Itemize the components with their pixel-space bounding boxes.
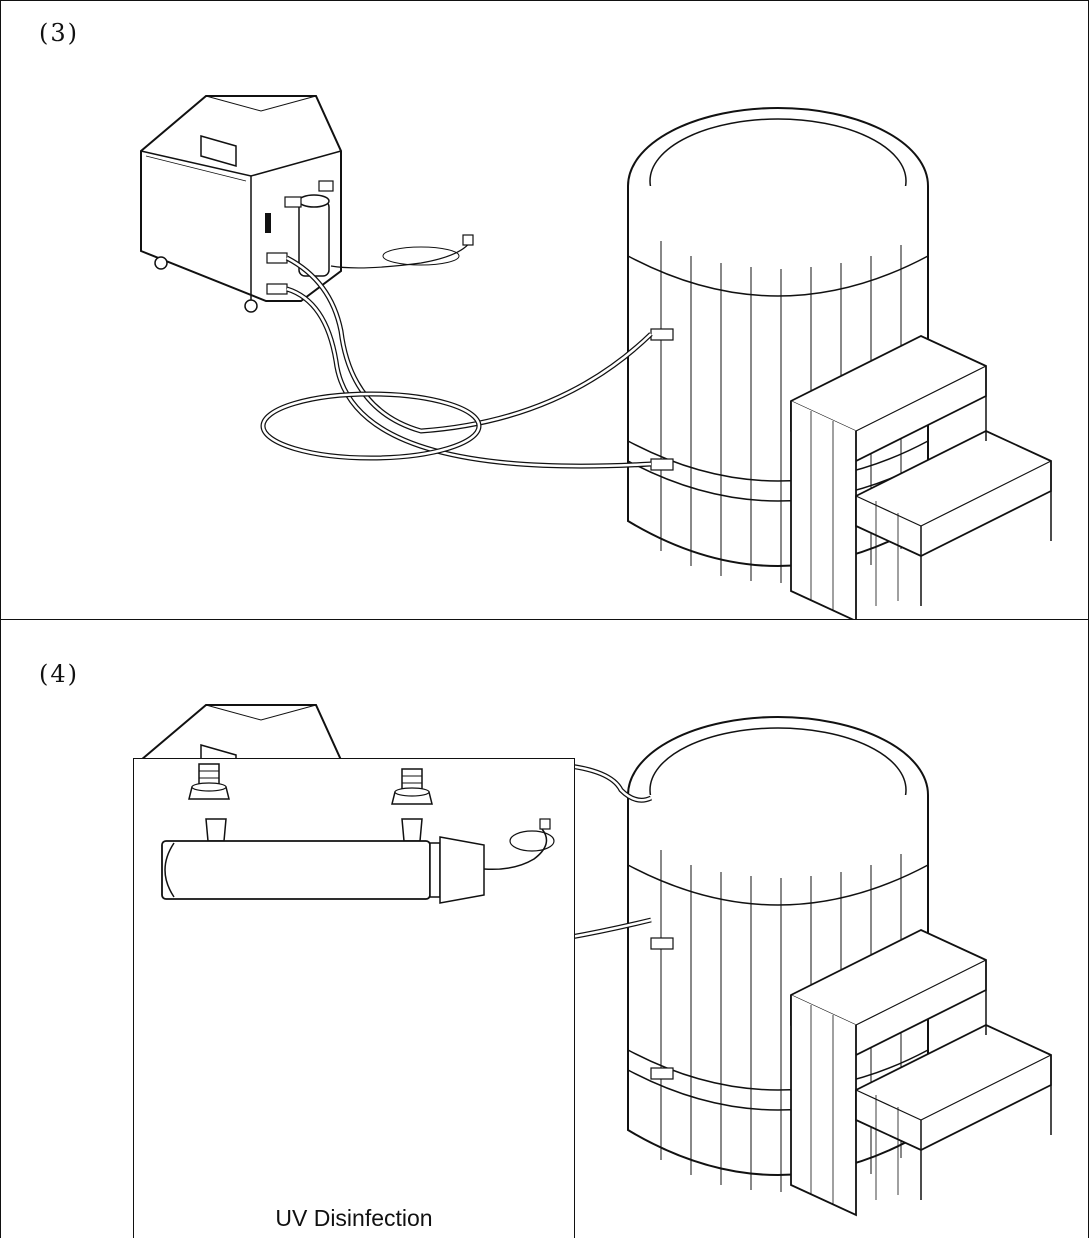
supply-hose (285, 255, 653, 434)
plug-icon (462, 234, 474, 246)
step-3-illustration (140, 95, 1052, 619)
step-4-label: (4) (39, 660, 79, 688)
uv-disinfection-illustration (161, 763, 555, 904)
step-3-panel: (3) (0, 0, 1089, 620)
uv-end-cap (439, 836, 485, 904)
step-3-label: (3) (39, 19, 79, 47)
hose-fitting-right (391, 768, 433, 805)
uv-chamber (161, 840, 431, 900)
uv-outlet-port (401, 818, 423, 842)
uv-power-cord (483, 828, 548, 871)
uv-detail-inset: UV Disinfection (133, 758, 575, 1238)
power-cord (330, 240, 472, 269)
uv-inlet-port (205, 818, 227, 842)
chiller-unit (140, 95, 342, 313)
inset-caption: UV Disinfection (275, 1205, 433, 1231)
plug-icon (539, 818, 551, 830)
hose-fitting-left (188, 763, 230, 800)
